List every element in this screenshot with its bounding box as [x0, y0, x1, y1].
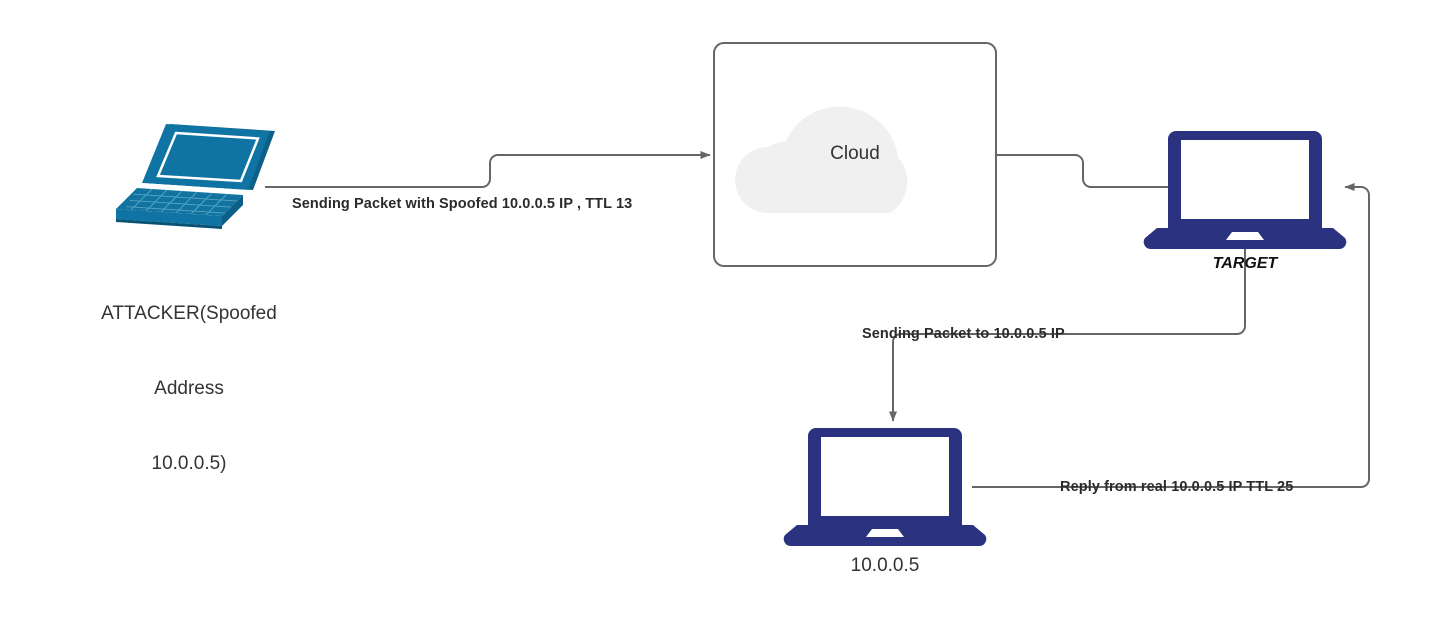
target-laptop-icon: [1143, 131, 1347, 250]
victim-label: 10.0.0.5: [850, 555, 920, 576]
cloud-label: Cloud: [830, 143, 880, 164]
connector-attacker-to-cloud: [265, 151, 711, 188]
attacker-label: ATTACKER(Spoofed Address 10.0.0.5): [39, 251, 339, 526]
connector-label-attacker-to-cloud: Sending Packet with Spoofed 10.0.0.5 IP …: [292, 196, 633, 212]
connector-cloud-to-target: [996, 154, 1168, 188]
attacker-laptop-icon: [116, 124, 275, 229]
victim-laptop-icon: [783, 428, 987, 547]
attacker-label-line-1: ATTACKER(Spoofed: [101, 303, 277, 324]
connector-target-to-victim: [889, 249, 1246, 422]
connector-victim-to-target: [972, 183, 1370, 488]
connector-label-victim-to-target: Reply from real 10.0.0.5 IP TTL 25: [1060, 479, 1294, 495]
attacker-label-line-3: 10.0.0.5): [151, 453, 227, 474]
connector-label-target-to-victim: Sending Packet to 10.0.0.5 IP: [862, 326, 1065, 342]
cloud-icon: [735, 106, 908, 213]
target-label: TARGET: [1212, 255, 1278, 272]
attacker-label-line-2: Address: [154, 378, 224, 399]
